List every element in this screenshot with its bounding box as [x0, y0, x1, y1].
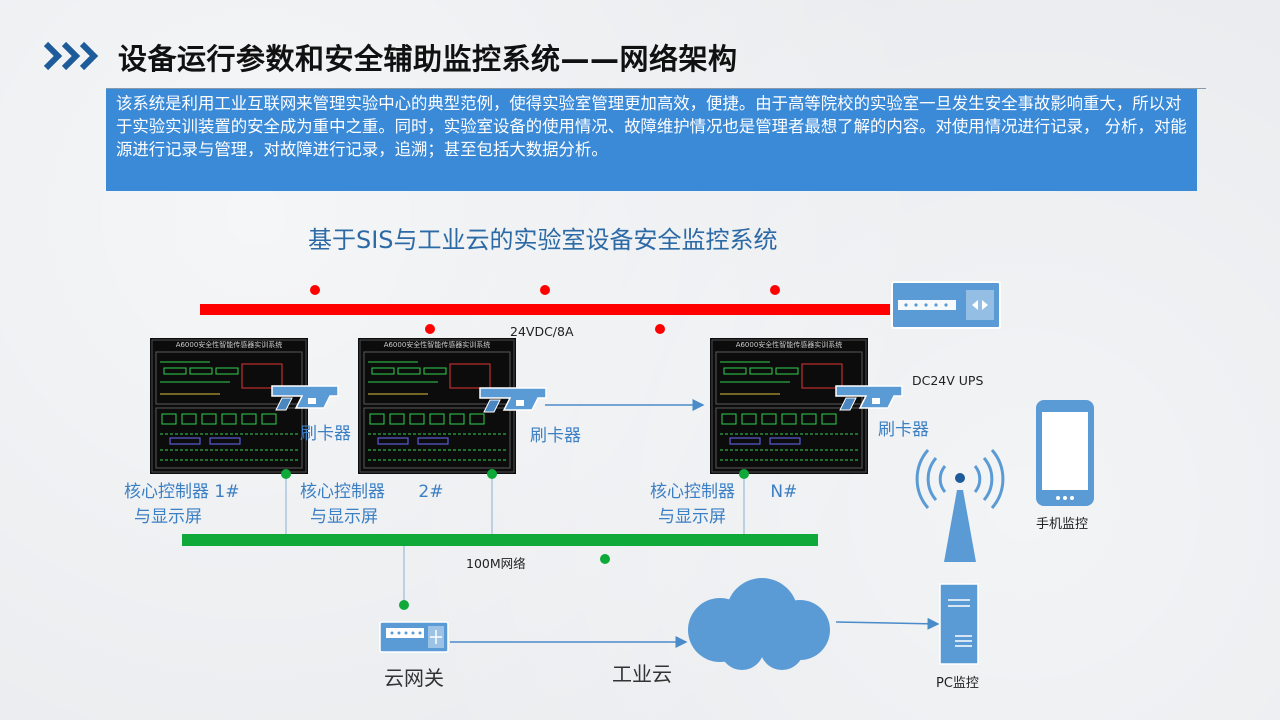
controller-1-num: 1#: [214, 482, 240, 502]
lab-rack-n: A6000安全性智能传感器实训系统: [709, 337, 869, 475]
wireless-antenna-icon: [915, 449, 1005, 562]
network-drop-lines: [285, 474, 745, 604]
mobile-monitor-label: 手机监控: [1036, 517, 1088, 532]
controller-1-name: 核心控制器: [124, 482, 209, 502]
rack-1-screen-title: A6000安全性智能传感器实训系统: [176, 340, 283, 349]
controller-1-label: 核心控制器 1#: [124, 480, 239, 504]
controller-n-name: 核心控制器: [650, 482, 735, 502]
mobile-phone-icon: [1036, 400, 1094, 506]
chevron-right-icon: [44, 41, 99, 71]
controller-n-num: N#: [770, 482, 798, 502]
controller-2-name: 核心控制器: [300, 482, 385, 502]
controller-2-label: 核心控制器 2#: [300, 480, 443, 504]
power-bus-nodes: [310, 285, 780, 334]
rack-n-screen-title: A6000安全性智能传感器实训系统: [736, 340, 843, 349]
diagram-title: 基于SIS与工业云的实验室设备安全监控系统: [308, 226, 778, 254]
card-reader-label-2: 刷卡器: [530, 426, 581, 446]
controller-2-sub: 与显示屏: [310, 507, 378, 527]
power-bus: [200, 304, 890, 315]
cloud-to-pc-arrow: [835, 617, 940, 630]
power-bus-label: 24VDC/8A: [510, 324, 574, 339]
gateway-icon: [379, 621, 449, 653]
network-nodes: [281, 469, 749, 610]
intro-paragraph: 该系统是利用工业互联网来管理实验中心的典型范例，使得实验室管理更加高效，便捷。由…: [106, 89, 1197, 191]
cloud-label: 工业云: [612, 662, 672, 686]
controller-n-sub: 与显示屏: [658, 507, 726, 527]
pc-tower-icon: [939, 583, 979, 665]
card-reader-icon: [835, 385, 903, 411]
title-underline: [106, 88, 1206, 89]
pc-monitor-label: PC监控: [936, 676, 979, 691]
gateway-label: 云网关: [384, 666, 444, 690]
ups-label: DC24V UPS: [912, 373, 983, 388]
card-reader-icon: [479, 387, 547, 413]
lab-rack-2: A6000安全性智能传感器实训系统: [357, 337, 517, 475]
ups-device: [891, 281, 1001, 329]
page-title: 设备运行参数和安全辅助监控系统——网络架构: [118, 42, 738, 76]
network-bus: [182, 534, 818, 546]
card-reader-icon: [271, 385, 339, 411]
controller-2-num: 2#: [418, 482, 444, 502]
controller-1-sub: 与显示屏: [134, 507, 202, 527]
network-label: 100M网络: [466, 556, 526, 571]
controller-n-label: 核心控制器 N#: [650, 480, 797, 504]
rack-2-screen-title: A6000安全性智能传感器实训系统: [384, 340, 491, 349]
cloud-icon: [688, 578, 830, 670]
card-reader-label-1: 刷卡器: [300, 424, 351, 444]
lab-rack-1: A6000安全性智能传感器实训系统: [149, 337, 309, 475]
card-reader-label-n: 刷卡器: [878, 420, 929, 440]
